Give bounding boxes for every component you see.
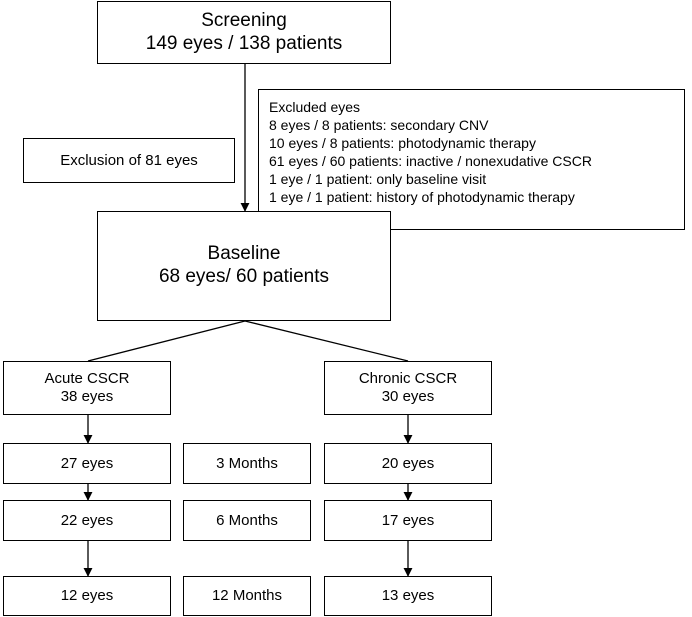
acute-cscr-count: 38 eyes (60, 388, 114, 405)
screening-box: Screening 149 eyes / 138 patients (97, 1, 391, 64)
acute-12-months-box: 12 eyes (3, 576, 171, 616)
acute-3-months-count: 27 eyes (60, 454, 114, 472)
chronic-6-months-count: 17 eyes (381, 511, 435, 529)
timepoint-12-months-label: 12 Months (211, 587, 283, 604)
excluded-item: 1 eye / 1 patient: history of photodynam… (269, 189, 575, 205)
timepoint-3-months-label: 3 Months (216, 454, 278, 472)
excluded-item: 8 eyes / 8 patients: secondary CNV (269, 117, 489, 133)
chronic-12-months-box: 13 eyes (324, 576, 492, 616)
baseline-count: 68 eyes/ 60 patients (158, 266, 330, 287)
baseline-title: Baseline (207, 243, 281, 265)
timepoint-3-months-box: 3 Months (183, 443, 311, 484)
screening-count: 149 eyes / 138 patients (145, 32, 343, 54)
excluded-item: 1 eye / 1 patient: only baseline visit (269, 171, 487, 187)
chronic-3-months-box: 20 eyes (324, 443, 492, 484)
acute-3-months-box: 27 eyes (3, 443, 171, 484)
line-baseline-to-chronic (244, 320, 409, 362)
excluded-item: 61 eyes / 60 patients: inactive / nonexu… (269, 153, 592, 169)
screening-title: Screening (201, 9, 287, 31)
exclusion-box: Exclusion of 81 eyes (23, 138, 235, 183)
excluded-eyes-title: Excluded eyes (269, 99, 361, 115)
chronic-cscr-title: Chronic CSCR (358, 370, 458, 387)
acute-6-months-count: 22 eyes (60, 511, 114, 529)
chronic-12-months-count: 13 eyes (381, 587, 435, 604)
excluded-eyes-box: Excluded eyes 8 eyes / 8 patients: secon… (258, 89, 685, 230)
acute-12-months-count: 12 eyes (60, 587, 114, 604)
timepoint-12-months-box: 12 Months (183, 576, 311, 616)
timepoint-6-months-box: 6 Months (183, 500, 311, 541)
line-baseline-to-acute (87, 320, 246, 362)
acute-6-months-box: 22 eyes (3, 500, 171, 541)
chronic-6-months-box: 17 eyes (324, 500, 492, 541)
acute-cscr-title: Acute CSCR (44, 370, 130, 387)
excluded-item: 10 eyes / 8 patients: photodynamic thera… (269, 135, 536, 151)
chronic-cscr-box: Chronic CSCR 30 eyes (324, 361, 492, 415)
chronic-cscr-count: 30 eyes (381, 388, 435, 405)
baseline-box: Baseline 68 eyes/ 60 patients (97, 211, 391, 321)
acute-cscr-box: Acute CSCR 38 eyes (3, 361, 171, 415)
exclusion-label: Exclusion of 81 eyes (60, 151, 198, 169)
chronic-3-months-count: 20 eyes (381, 454, 435, 472)
timepoint-6-months-label: 6 Months (216, 511, 278, 529)
